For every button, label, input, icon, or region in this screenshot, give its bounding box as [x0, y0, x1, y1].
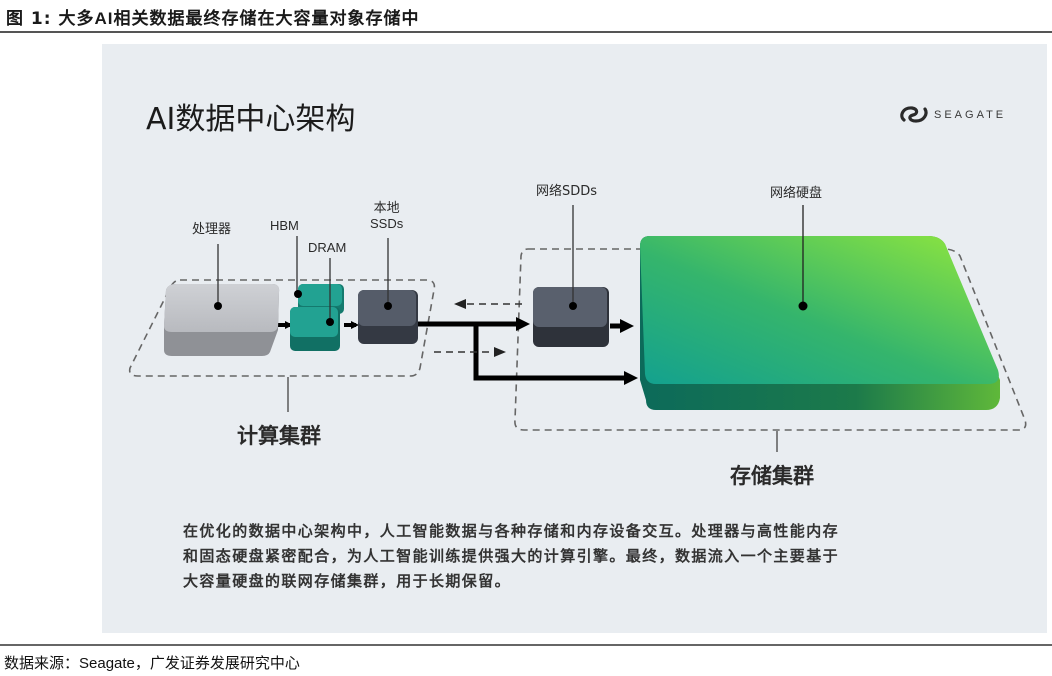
leader-hbm: [294, 236, 302, 298]
leader-dram: [326, 258, 334, 326]
leader-network-ssd: [569, 205, 577, 310]
label-processor: 处理器: [192, 222, 232, 237]
leader-local-ssd: [384, 238, 392, 310]
figure-number: 图 1:: [6, 9, 52, 29]
diagram-description: 在优化的数据中心架构中，人工智能数据与各种存储和内存设备交互。处理器与高性能内存…: [183, 522, 840, 590]
bottom-rule: [0, 644, 1052, 646]
network-ssd-block: [533, 287, 609, 347]
label-hbm: HBM: [270, 218, 299, 233]
top-rule: [0, 31, 1052, 33]
label-network-ssd: 网络SDDs: [536, 184, 598, 199]
dram-block: [290, 307, 340, 351]
network-hdd-block: [640, 236, 1000, 410]
storage-cluster-boundary: [514, 248, 1027, 431]
source-note: 数据来源：Seagate，广发证券发展研究中心: [4, 654, 300, 672]
seagate-logo-icon: [900, 106, 928, 123]
seagate-logo: SEAGATE: [898, 104, 1006, 126]
figure-title: 图 1: 大多AI相关数据最终存储在大容量对象存储中: [6, 9, 420, 29]
leader-network-hdd: [798, 205, 808, 311]
label-local-ssd: 本地 SSDs: [370, 201, 404, 231]
localssd-to-hdd-branch: [473, 324, 638, 385]
leader-processor: [214, 244, 222, 310]
label-compute-cluster: 计算集群: [237, 424, 321, 448]
hbm-block: [298, 284, 344, 314]
label-dram: DRAM: [308, 240, 347, 255]
logo-text: SEAGATE: [934, 109, 1007, 121]
label-network-hdd: 网络硬盘: [770, 186, 823, 201]
processor-block: [164, 284, 280, 356]
label-storage-cluster: 存储集群: [730, 464, 814, 488]
panel-title: AI数据中心架构: [146, 102, 356, 137]
